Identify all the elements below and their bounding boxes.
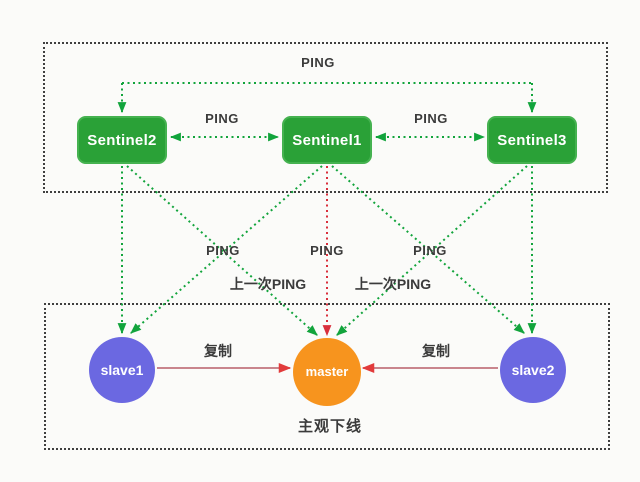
ping-label-mid-left: PING (206, 243, 240, 258)
ping-label-s2-s1: PING (205, 111, 239, 126)
sentinel-group-box (43, 42, 608, 193)
last-ping-label-left: 上一次PING (229, 276, 307, 292)
node-slave1-label: slave1 (100, 362, 144, 378)
ping-label-mid-center: PING (310, 243, 344, 258)
node-slave2-label: slave2 (511, 362, 555, 378)
replicate-label-left: 复制 (204, 343, 232, 359)
ping-line-s2-master (126, 165, 318, 336)
ping-label-mid-right: PING (413, 243, 447, 258)
ping-line-s1-slave2 (331, 165, 525, 334)
node-slave2: slave2 (500, 337, 566, 403)
ping-line-s1-slave1 (130, 165, 323, 334)
node-sentinel1: Sentinel1 (282, 116, 372, 164)
node-sentinel2: Sentinel2 (77, 116, 167, 164)
node-sentinel2-label: Sentinel2 (87, 131, 157, 149)
subjective-down-label: 主观下线 (297, 418, 363, 435)
replicate-label-right: 复制 (422, 343, 450, 359)
node-master-label: master (305, 364, 349, 380)
ping-label-s1-s3: PING (414, 111, 448, 126)
ping-label-top: PING (301, 55, 335, 70)
node-master: master (293, 338, 361, 406)
ping-line-s3-master (336, 165, 528, 336)
node-sentinel3: Sentinel3 (487, 116, 577, 164)
node-sentinel3-label: Sentinel3 (497, 131, 567, 149)
last-ping-label-right: 上一次PING (354, 276, 432, 292)
node-sentinel1-label: Sentinel1 (292, 131, 362, 149)
node-slave1: slave1 (89, 337, 155, 403)
